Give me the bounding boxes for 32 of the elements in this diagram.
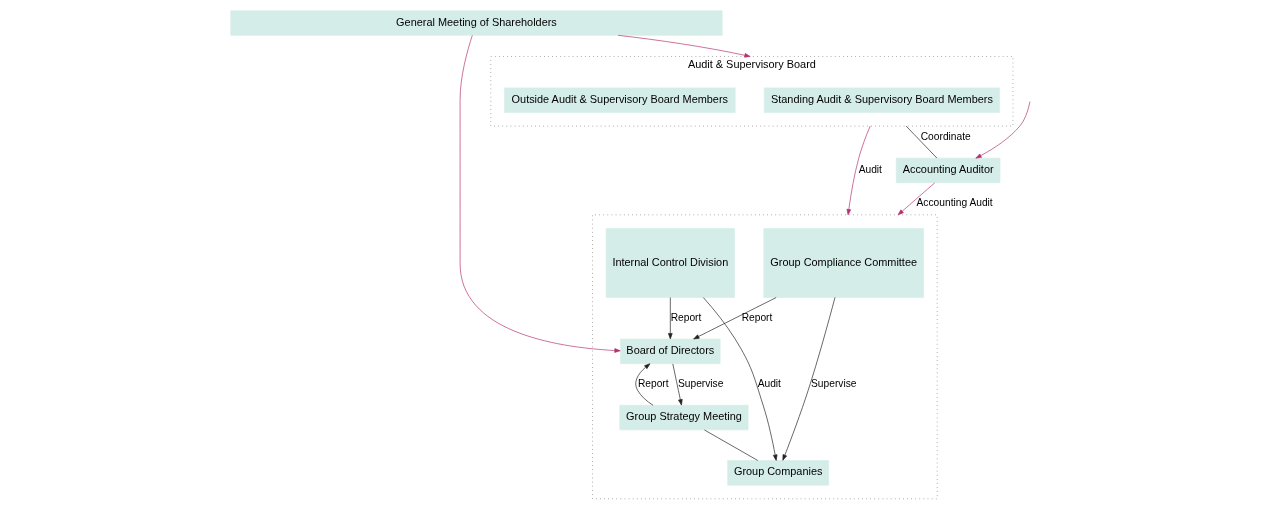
node-box: Standing Audit & Supervisory Board Members [763,87,1000,113]
arrow [702,297,777,461]
edge-label: Audit [858,163,882,175]
connector [703,429,758,461]
node-box: Accounting Auditor [895,157,1000,184]
node-box: Outside Audit & Supervisory Board Members [503,87,735,113]
node-box: Board of Directors [619,338,720,364]
connector [905,125,937,159]
edge-label: Report [741,311,772,323]
cluster [591,214,938,500]
node-box: Internal Control Division [605,228,735,298]
edge-label: Accounting Audit [916,196,993,208]
arrow [667,297,673,340]
arrow [672,363,683,406]
edge-label: Supervise [677,377,723,389]
arrow [692,297,776,340]
node-box: Group Strategy Meeting [618,404,748,431]
arrow [846,125,870,216]
arrow [617,35,750,58]
node-box: Group Companies [726,460,829,486]
edge-label: Coordinate [920,130,971,142]
edge-label: Report [637,377,669,389]
arrow [974,101,1030,159]
arrow [782,297,835,461]
node-box: Group Compliance Committee [763,228,924,298]
node-box: General Meeting of Shareholders [229,10,723,36]
arrow [634,363,653,406]
edge-label: Supervise [810,377,857,389]
arrow [459,35,621,353]
edge-label: Audit [757,377,781,389]
edge-label: Report [670,311,701,323]
arrow [897,182,935,216]
